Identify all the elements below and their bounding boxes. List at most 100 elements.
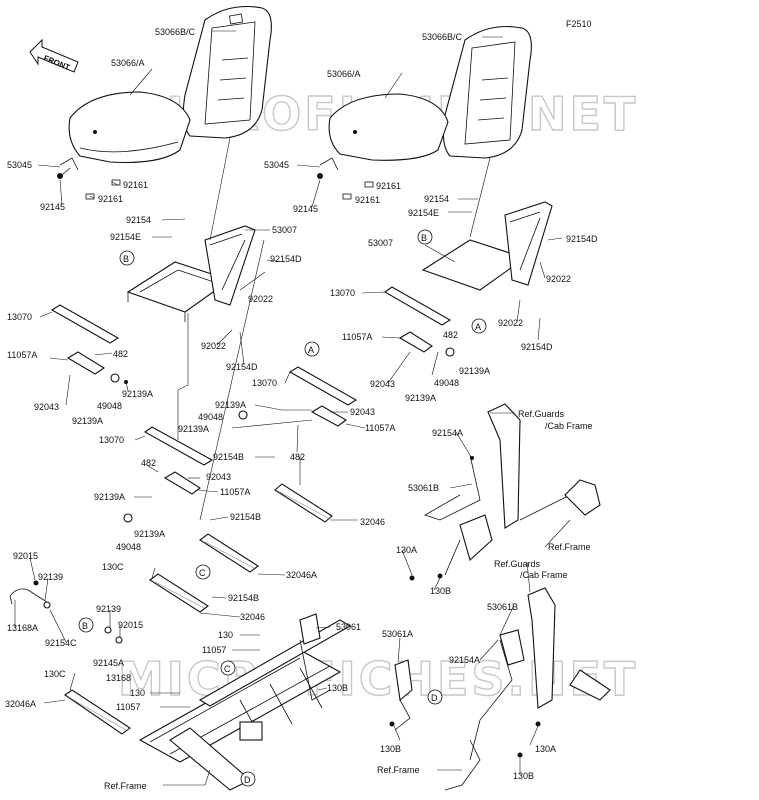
latch-lever-13168A	[9, 580, 123, 644]
label-92154A-a: 92154A	[432, 428, 463, 438]
seatbelt-53061B-upper	[409, 403, 601, 581]
label-92161-l2: 92161	[98, 194, 123, 204]
callout-A-mid: A	[304, 341, 320, 357]
label-49048-r1: 49048	[434, 378, 459, 388]
label-130C-b: 130C	[44, 669, 66, 679]
label-92145-right: 92145	[293, 204, 318, 214]
leader-lines	[14, 30, 571, 786]
callout-B-right: B	[417, 229, 433, 245]
seatbelt-53061B-lower	[444, 587, 611, 791]
svg-text:C: C	[224, 664, 231, 674]
label-13070-r1: 13070	[330, 288, 355, 298]
label-482-m1: 482	[290, 452, 305, 462]
label-130A-a: 130A	[396, 545, 417, 555]
label-92139A-c1: 92139A	[94, 492, 125, 502]
label-482-l1: 482	[113, 349, 128, 359]
label-92154A-b: 92154A	[449, 655, 480, 665]
label-130B-a: 130B	[327, 683, 348, 693]
svg-text:B: B	[421, 233, 427, 243]
label-53045-left: 53045	[7, 160, 32, 170]
watermark-bottom: MICROFICHES.NET	[118, 652, 638, 706]
callout-A-right: A	[471, 318, 487, 334]
label-92154B-c1: 92154B	[230, 512, 261, 522]
callout-B-bottom: B	[78, 617, 94, 633]
label-130A-b: 130A	[535, 744, 556, 754]
label-cab-frame-a: /Cab Frame	[545, 421, 593, 431]
label-ref-frame-c: Ref.Frame	[377, 765, 420, 775]
label-130B-b: 130B	[430, 586, 451, 596]
left-seat-cushion	[68, 91, 191, 163]
left-latch-53045	[57, 157, 121, 200]
label-ref-frame-a: Ref.Frame	[104, 781, 147, 791]
label-92139A-l2: 92139A	[72, 416, 103, 426]
label-11057A-r1: 11057A	[342, 332, 372, 342]
label-53061-a: 53061	[336, 622, 361, 632]
label-13168A: 13168A	[7, 623, 38, 633]
right-seat-back	[442, 25, 532, 159]
label-11057A-l1: 11057A	[7, 350, 37, 360]
label-92154-left: 92154	[126, 215, 151, 225]
left-slide-rail-13070	[50, 304, 120, 344]
label-92022-l2: 92022	[201, 341, 226, 351]
left-seat-back	[182, 5, 272, 139]
label-92154E-left: 92154E	[110, 232, 141, 242]
label-32046A-c1: 32046A	[286, 570, 317, 580]
label-130-b: 130	[218, 630, 233, 640]
label-92154B-m1: 92154B	[213, 452, 244, 462]
svg-text:A: A	[475, 322, 481, 332]
label-92139-a: 92139	[38, 572, 63, 582]
label-53007-left: 53007	[272, 225, 297, 235]
label-92154-right: 92154	[424, 194, 449, 204]
label-92015-b: 92015	[118, 620, 143, 630]
label-130-c: 130	[130, 688, 145, 698]
label-92154D-r1: 92154D	[566, 234, 598, 244]
label-32046-c2: 32046	[240, 612, 265, 622]
mid-rail-13070	[143, 366, 358, 466]
callout-C-mid: C	[195, 564, 211, 580]
label-49048-c1: 49048	[116, 542, 141, 552]
part-labels: 53066B/C 53066B/C 53066/A 53066/A 53045 …	[5, 27, 598, 791]
label-13070-c1: 13070	[99, 435, 124, 445]
label-32046-c1: 32046	[360, 517, 385, 527]
label-92139-b: 92139	[96, 604, 121, 614]
label-92043-c1: 92043	[206, 472, 231, 482]
callout-D-bottom: D	[240, 771, 256, 787]
label-92043-m1: 92043	[350, 407, 375, 417]
label-92043-l1: 92043	[34, 402, 59, 412]
right-seat-cushion	[328, 93, 449, 161]
label-92154C: 92154C	[45, 638, 77, 648]
callout-D-belt: D	[427, 689, 443, 705]
label-92161-l1: 92161	[123, 180, 148, 190]
label-53066A-right: 53066/A	[327, 69, 361, 79]
label-92022-r2: 92022	[498, 318, 523, 328]
label-53061B-b: 53061B	[487, 602, 518, 612]
label-ref-guards-b: Ref.Guards	[494, 559, 541, 569]
svg-text:C: C	[199, 568, 206, 578]
figure-code: F2510	[566, 19, 592, 29]
label-53066A-left: 53066/A	[111, 58, 145, 68]
label-11057-b: 11057	[116, 702, 140, 712]
label-92154D-l2: 92154D	[226, 362, 258, 372]
label-92139A-l1: 92139A	[122, 389, 153, 399]
seat-rails-32046	[64, 483, 333, 735]
label-53061B-a: 53061B	[408, 483, 439, 493]
label-92154D-l1: 92154D	[270, 254, 302, 264]
label-92161-r1: 92161	[376, 181, 401, 191]
label-53061A: 53061A	[382, 629, 413, 639]
label-130C-c1: 130C	[102, 562, 124, 572]
label-92161-r2: 92161	[355, 195, 380, 205]
label-92145A: 92145A	[93, 658, 124, 668]
left-slide-lever-11057A	[66, 351, 128, 384]
label-ref-frame-b: Ref.Frame	[548, 542, 591, 552]
label-ref-guards-a: Ref.Guards	[518, 409, 565, 419]
front-arrow-icon: FRONT	[29, 38, 79, 73]
label-11057A-m1: 11057A	[365, 423, 395, 433]
seatbelt-buckle-53061A	[389, 659, 413, 731]
callout-C-bottom: C	[220, 660, 236, 676]
label-92022-l1: 92022	[248, 294, 273, 304]
label-53066BC-left: 53066B/C	[155, 27, 196, 37]
label-92154B-c2: 92154B	[228, 593, 259, 603]
svg-text:B: B	[82, 621, 88, 631]
label-53045-right: 53045	[264, 160, 289, 170]
label-92043-r1: 92043	[370, 379, 395, 389]
